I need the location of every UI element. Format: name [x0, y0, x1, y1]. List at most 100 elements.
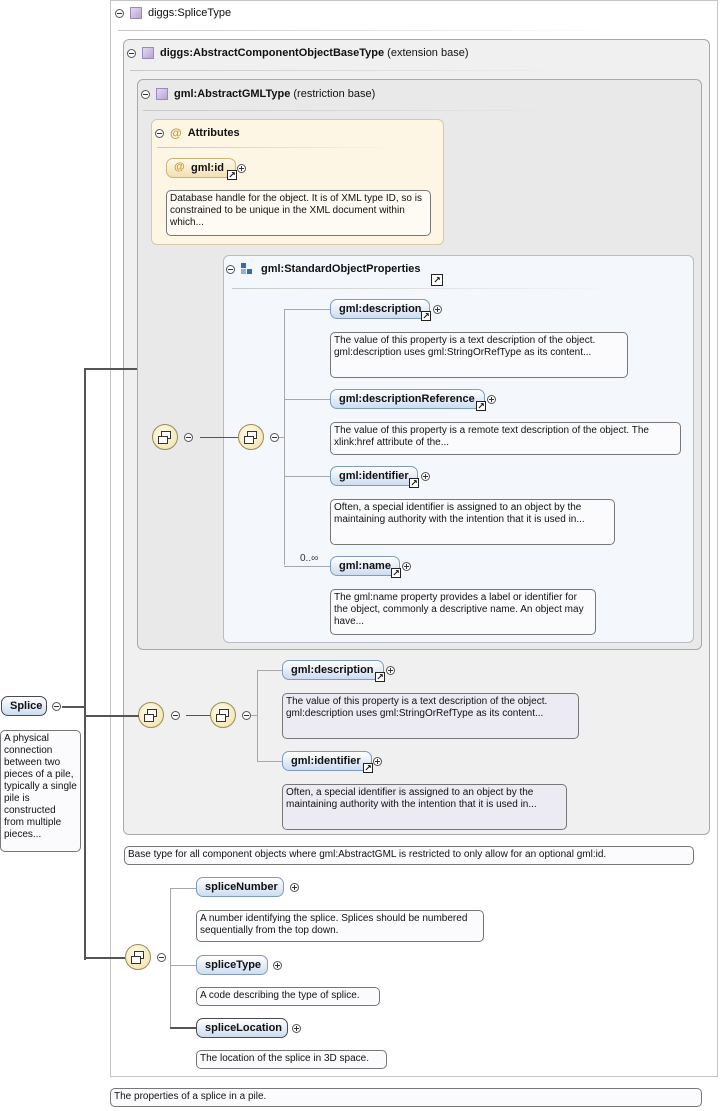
sequence-compositor-icon[interactable] [238, 424, 264, 450]
root-label: Splice [10, 700, 43, 712]
base-identifier-element[interactable]: gml:identifier ↗ [282, 751, 373, 773]
header-divider [143, 110, 563, 111]
element-label: gml:description [339, 303, 422, 315]
expand-plus-icon[interactable] [421, 472, 430, 481]
attributes-title: Attributes [187, 127, 240, 139]
tree-connector [257, 761, 282, 762]
base-type-doc: Base type for all component objects wher… [124, 846, 694, 865]
complex-type-icon [142, 47, 154, 59]
base-description-element[interactable]: gml:description ↗ [282, 660, 385, 682]
header-divider [157, 147, 397, 148]
element-label: gml:name [339, 560, 391, 572]
root-connector [84, 368, 86, 960]
element-label: gml:descriptionReference [339, 393, 475, 405]
collapse-toggle-icon[interactable] [52, 702, 61, 711]
expand-plus-icon[interactable] [373, 757, 382, 766]
expand-plus-icon[interactable] [402, 562, 411, 571]
splice-type-element[interactable]: spliceType [196, 955, 268, 975]
expand-plus-icon[interactable] [292, 1024, 301, 1033]
sequence-compositor-icon[interactable] [125, 944, 151, 970]
complex-type-icon [130, 7, 142, 19]
splice-root-doc: A physical connection between two pieces… [0, 730, 81, 852]
name-cardinality: 0..∞ [300, 553, 319, 564]
gml-id-label: gml:id [191, 162, 224, 174]
attribute-icon: @ [174, 161, 185, 173]
sop-identifier-element[interactable]: gml:identifier ↗ [330, 466, 419, 488]
collapse-toggle-icon[interactable] [157, 953, 166, 962]
reference-arrow-icon[interactable]: ↗ [227, 170, 237, 180]
root-connector [84, 368, 137, 370]
tree-connector [257, 670, 282, 671]
reference-arrow-icon[interactable]: ↗ [363, 763, 373, 773]
reference-arrow-icon[interactable]: ↗ [375, 672, 385, 682]
collapse-toggle-icon[interactable] [155, 128, 164, 138]
sop-description-reference-element[interactable]: gml:descriptionReference ↗ [330, 389, 486, 411]
expand-plus-icon[interactable] [433, 305, 442, 314]
splice-location-doc: The location of the splice in 3D space. [196, 1050, 387, 1069]
group-icon [241, 263, 255, 275]
tree-connector [170, 965, 196, 966]
abstract-gml-type-header: gml:AbstractGMLType (restriction base) [141, 88, 375, 100]
collapse-toggle-icon[interactable] [270, 433, 279, 442]
sequence-compositor-icon[interactable] [138, 702, 164, 728]
sop-name-element[interactable]: gml:name ↗ [330, 556, 401, 578]
complex-type-icon [156, 88, 168, 100]
base-description-doc: The value of this property is a text des… [282, 693, 579, 739]
expand-plus-icon[interactable] [290, 883, 299, 892]
element-label: gml:identifier [291, 755, 361, 767]
header-divider [232, 288, 612, 289]
splice-type-header: diggs:SpliceType [115, 7, 231, 19]
sequence-compositor-icon[interactable] [210, 702, 236, 728]
gml-id-attribute[interactable]: @ gml:id ↗ [166, 158, 237, 180]
tree-connector [170, 888, 196, 889]
element-label: spliceNumber [205, 881, 278, 893]
header-divider [130, 70, 570, 71]
splice-root-element[interactable]: Splice [1, 696, 47, 716]
sequence-compositor-icon[interactable] [152, 424, 178, 450]
root-connector [62, 706, 85, 708]
tree-connector [278, 437, 285, 438]
tree-connector [284, 566, 330, 567]
root-connector [84, 715, 139, 717]
splice-type-doc: A code describing the type of splice. [196, 987, 380, 1006]
element-label: gml:description [291, 664, 374, 676]
component-base-type-header: diggs:AbstractComponentObjectBaseType (e… [127, 47, 469, 59]
expand-plus-icon[interactable] [487, 395, 496, 404]
root-connector [84, 957, 125, 959]
collapse-toggle-icon[interactable] [127, 48, 136, 58]
expand-plus-icon[interactable] [386, 666, 395, 675]
expand-plus-icon[interactable] [237, 164, 246, 173]
tree-connector [257, 670, 258, 762]
expand-plus-icon[interactable] [273, 961, 282, 970]
header-divider [118, 30, 618, 31]
reference-arrow-icon[interactable]: ↗ [476, 401, 486, 411]
splice-location-element[interactable]: spliceLocation [196, 1018, 288, 1038]
collapse-toggle-icon[interactable] [141, 89, 150, 99]
base-type-name: diggs:AbstractComponentObjectBaseType [160, 47, 385, 59]
tree-connector [251, 715, 258, 716]
gml-id-doc: Database handle for the object. It is of… [166, 190, 431, 236]
collapse-toggle-icon[interactable] [171, 711, 180, 720]
element-label: spliceType [205, 959, 262, 971]
base-identifier-doc: Often, a special identifier is assigned … [282, 784, 567, 830]
reference-arrow-icon[interactable]: ↗ [409, 478, 419, 488]
sop-name-doc: The gml:name property provides a label o… [330, 589, 596, 635]
sop-description-element[interactable]: gml:description ↗ [330, 299, 431, 321]
collapse-toggle-icon[interactable] [184, 433, 193, 442]
tree-connector [170, 1027, 196, 1029]
tree-connector [284, 476, 330, 477]
splice-number-element[interactable]: spliceNumber [196, 877, 284, 897]
restriction-type-name: gml:AbstractGMLType [174, 88, 291, 100]
collapse-toggle-icon[interactable] [115, 8, 124, 18]
collapse-toggle-icon[interactable] [242, 711, 251, 720]
attribute-icon: @ [170, 126, 182, 140]
splice-type-name: diggs:SpliceType [148, 7, 232, 19]
reference-arrow-icon[interactable]: ↗ [421, 311, 431, 321]
splice-number-doc: A number identifying the splice. Splices… [196, 910, 484, 942]
restriction-type-qualifier: (restriction base) [293, 88, 376, 100]
reference-arrow-icon[interactable]: ↗ [431, 274, 443, 286]
reference-arrow-icon[interactable]: ↗ [391, 568, 401, 578]
collapse-toggle-icon[interactable] [226, 264, 235, 274]
sop-identifier-doc: Often, a special identifier is assigned … [330, 499, 615, 545]
tree-connector [284, 399, 330, 400]
